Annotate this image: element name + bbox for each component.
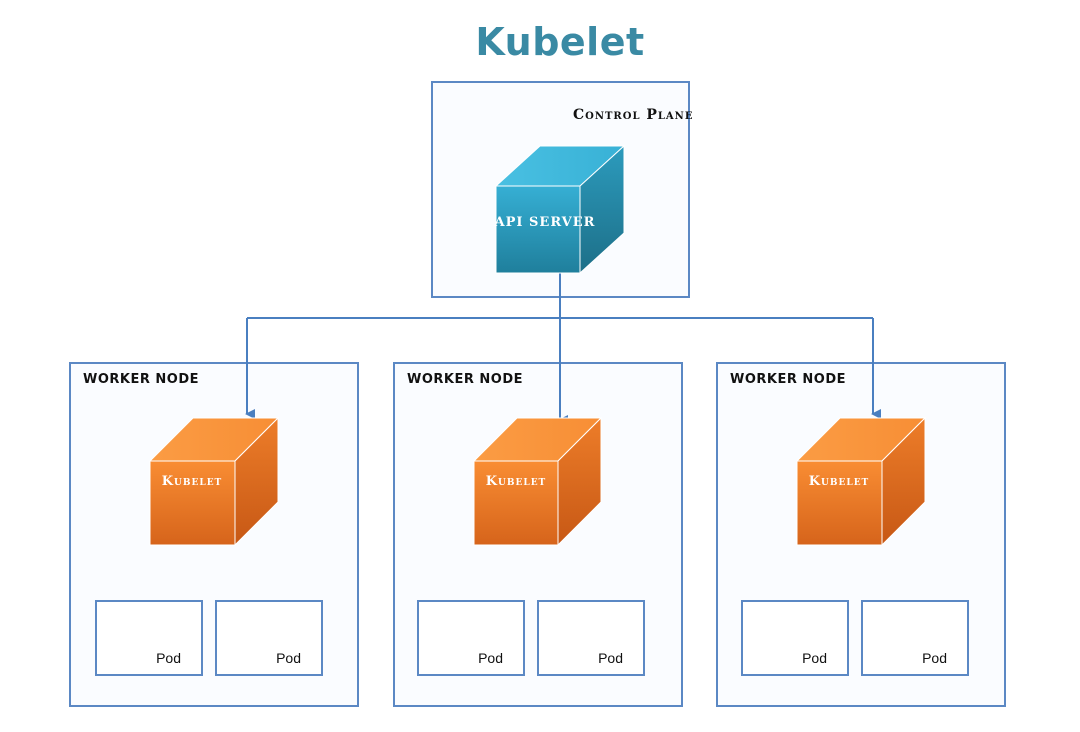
kubelet-cube-icon: Kubelet xyxy=(472,416,603,547)
pod-box: Pod xyxy=(861,600,969,676)
kubelet-label: Kubelet xyxy=(809,474,870,489)
kubelet-cube-icon: Kubelet xyxy=(148,416,280,547)
pod-box: Pod xyxy=(95,600,203,676)
worker-node-label: WORKER NODE xyxy=(730,372,846,387)
worker-node-label: WORKER NODE xyxy=(83,372,199,387)
pod-box: Pod xyxy=(215,600,323,676)
worker-node-label: WORKER NODE xyxy=(407,372,523,387)
pod-box: Pod xyxy=(417,600,525,676)
pod-box: Pod xyxy=(537,600,645,676)
pod-label: Pod xyxy=(156,650,181,666)
pod-label: Pod xyxy=(478,650,503,666)
pod-label: Pod xyxy=(922,650,947,666)
api-server-label: API SERVER xyxy=(494,215,596,230)
diagram-title: Kubelet xyxy=(475,20,645,64)
kubelet-label: Kubelet xyxy=(486,474,547,489)
pod-label: Pod xyxy=(276,650,301,666)
pod-label: Pod xyxy=(598,650,623,666)
pod-label: Pod xyxy=(802,650,827,666)
pod-box: Pod xyxy=(741,600,849,676)
api-server-cube-icon: API SERVER xyxy=(494,144,626,275)
control-plane-label: Control Plane xyxy=(573,107,694,123)
connector-lines xyxy=(245,273,881,425)
kubelet-cube-icon: Kubelet xyxy=(795,416,927,547)
kubelet-label: Kubelet xyxy=(162,474,223,489)
